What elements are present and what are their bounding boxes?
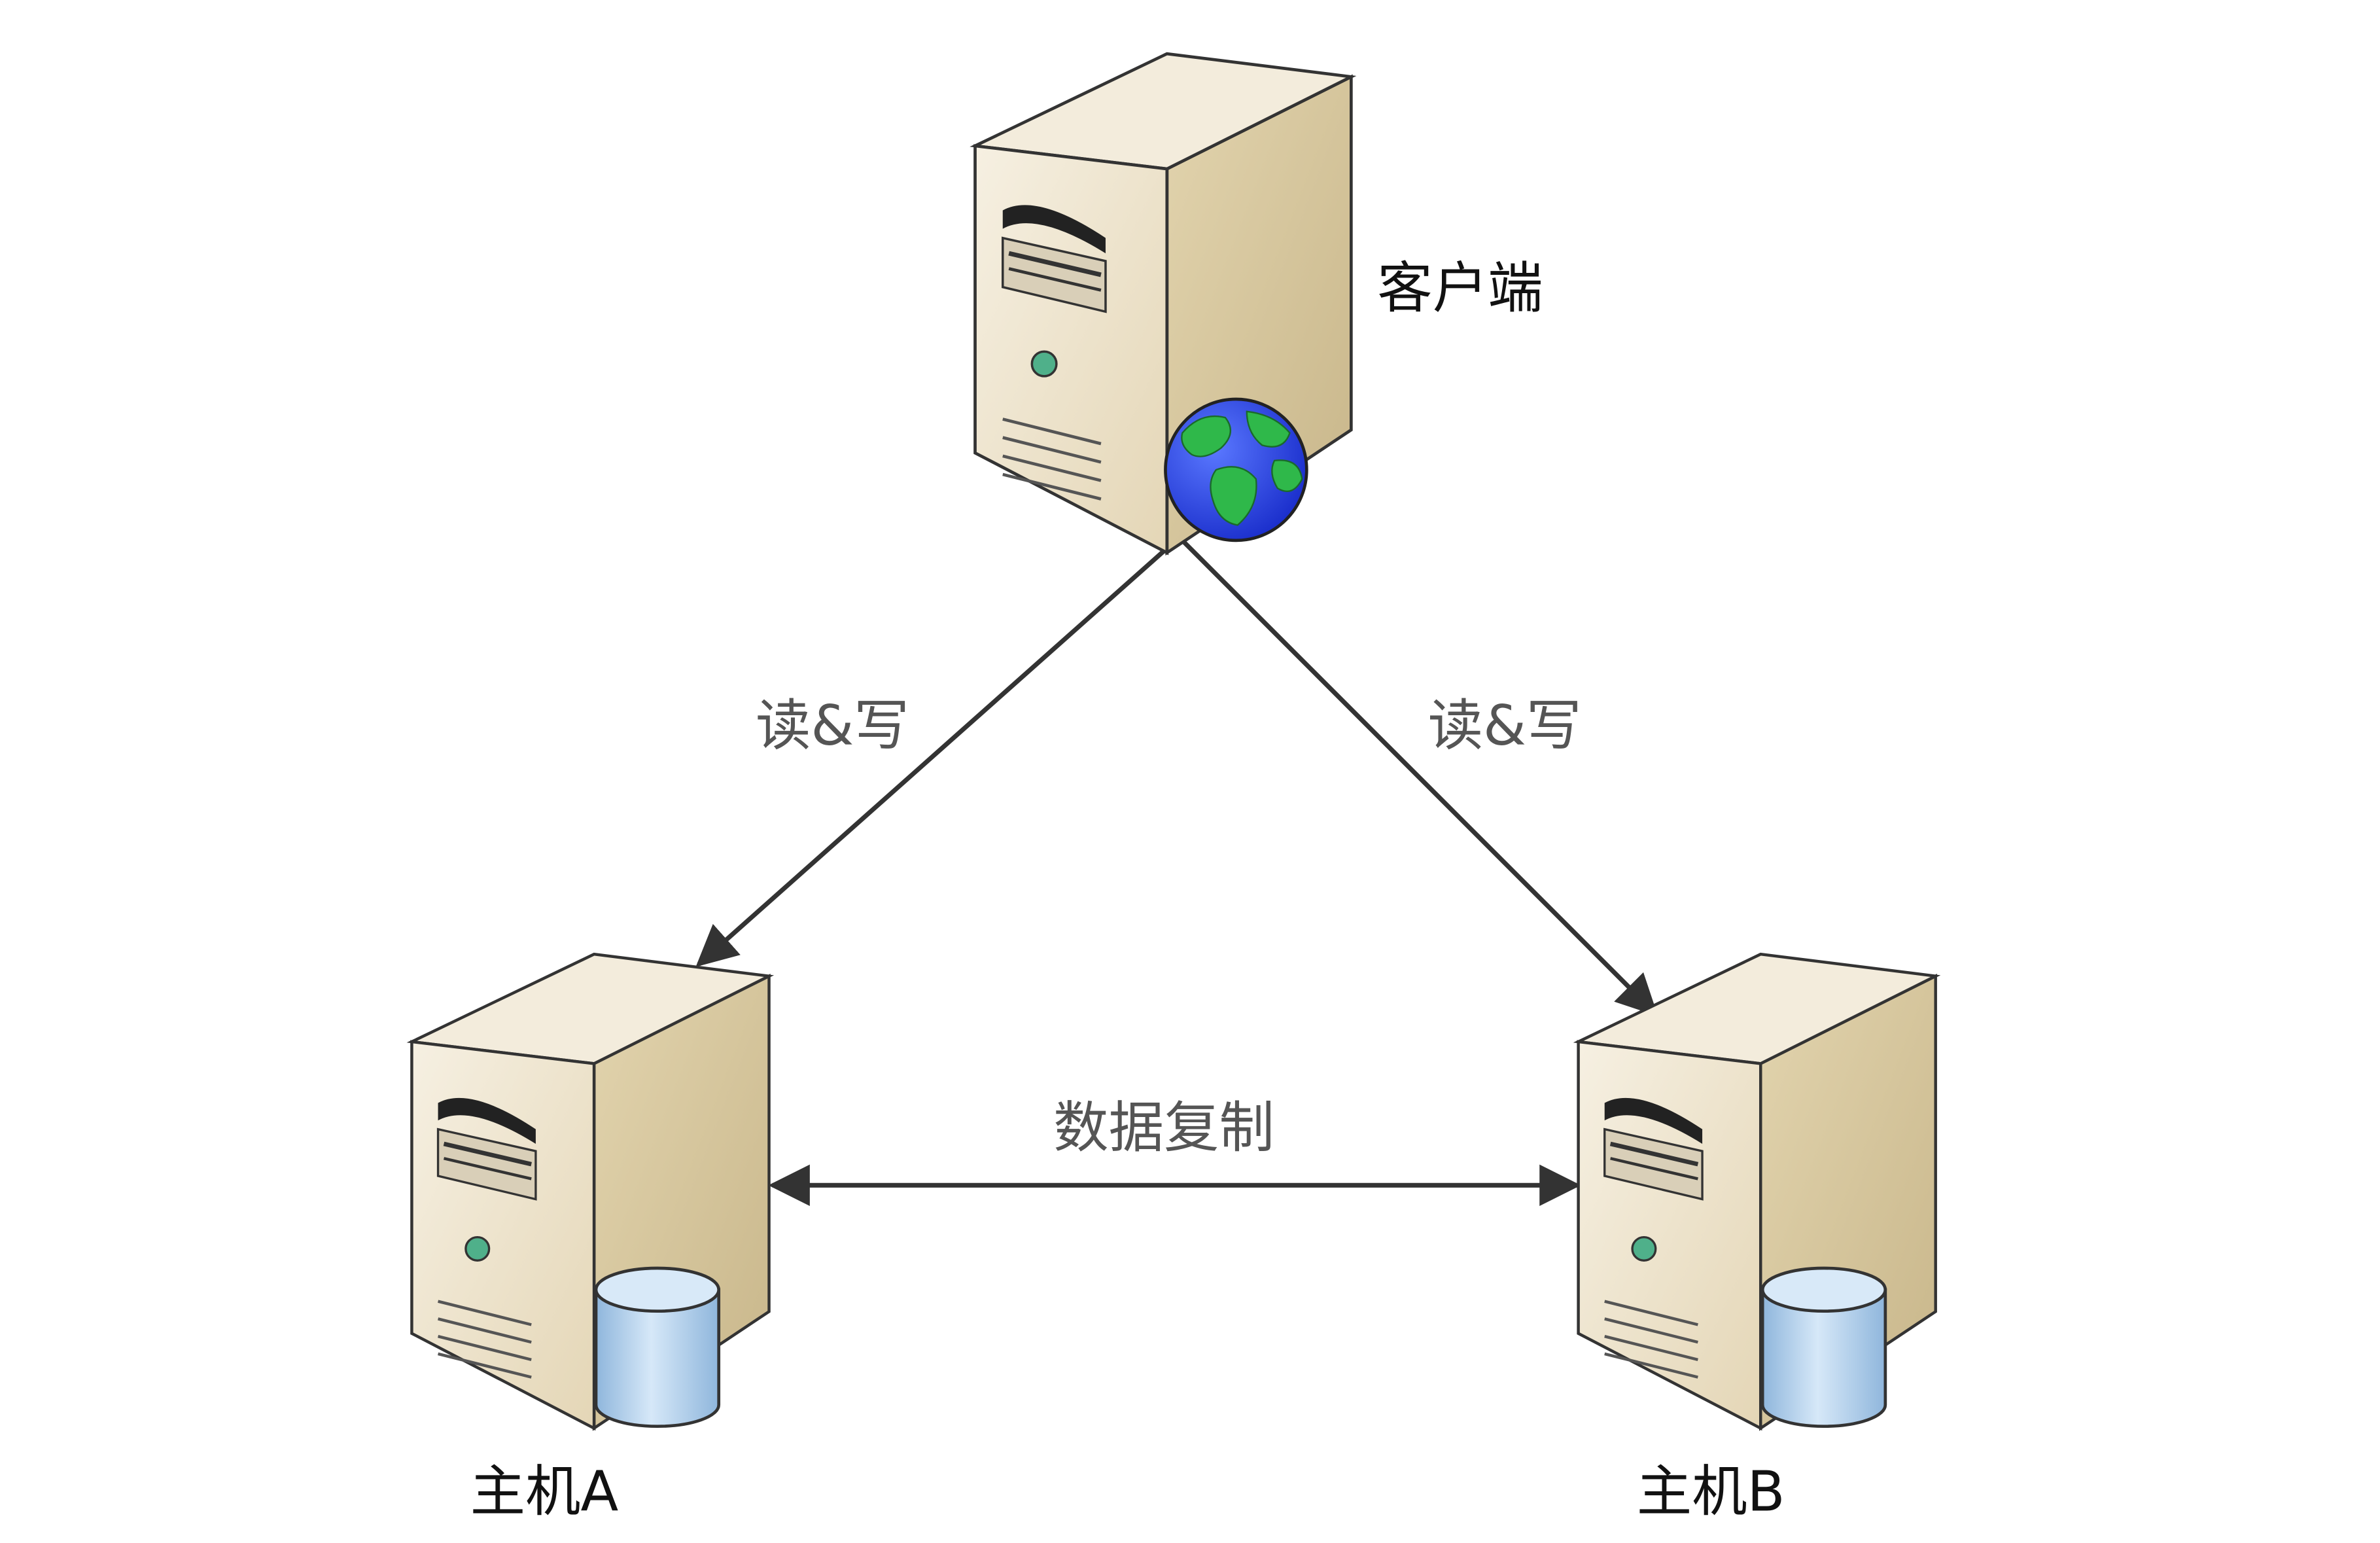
edge-label-client-host-a: 读&写	[756, 694, 909, 758]
host-a-label: 主机A	[470, 1460, 619, 1524]
database-icon	[594, 1266, 721, 1428]
database-icon	[1760, 1266, 1887, 1428]
edge-label-replication: 数据复制	[1053, 1096, 1274, 1160]
host-a-node	[411, 954, 769, 1428]
host-b-node	[1579, 954, 1936, 1428]
client-label: 客户端	[1377, 256, 1543, 320]
client-node	[975, 54, 1352, 553]
edge-label-client-host-b: 读&写	[1428, 694, 1582, 758]
edge-client-to-host-a	[695, 535, 1181, 967]
edge-client-to-host-b	[1178, 535, 1658, 1017]
globe-icon	[1164, 397, 1308, 542]
host-b-label: 主机B	[1637, 1460, 1785, 1524]
